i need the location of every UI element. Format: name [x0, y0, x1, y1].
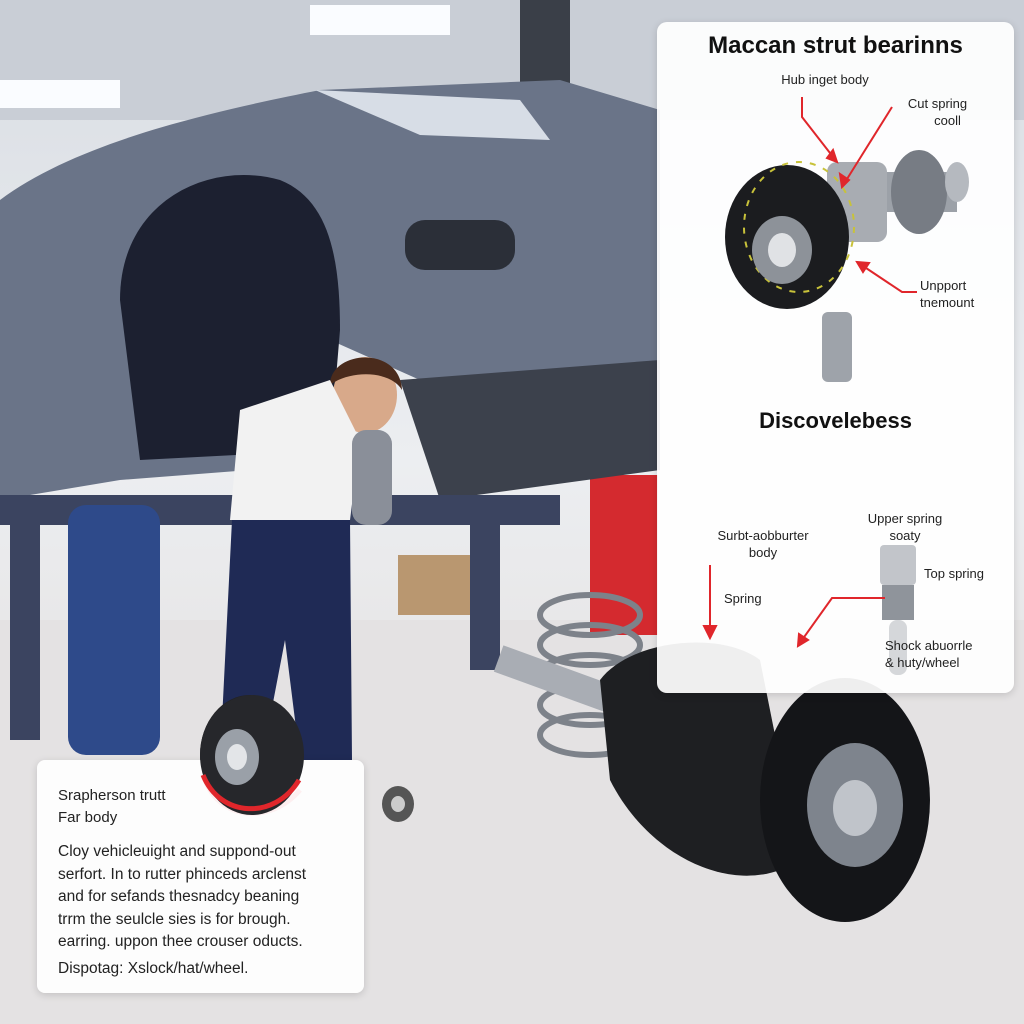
- info-card-content: Srapherson trutt Far body Cloy vehicleui…: [58, 785, 358, 980]
- headlight: [315, 90, 550, 140]
- label-shock-2: & huty/wheel: [885, 655, 960, 670]
- label-upper-seat-1: Upper spring: [867, 511, 943, 526]
- upper-seat-cup: [880, 545, 916, 585]
- arrow-head: [825, 147, 839, 164]
- arrow-head: [796, 632, 810, 648]
- label-upper-seat-2: soaty: [889, 528, 921, 543]
- paragraph-line: serfort. In to rutter phinceds arclenst: [58, 865, 307, 883]
- ceiling-light: [0, 80, 120, 108]
- bearing-red-ring: [200, 774, 302, 812]
- paragraph-line: trrm the seulcle sies is for brough.: [58, 910, 291, 928]
- bearing-diagram: [725, 97, 969, 382]
- label-upper-mount-2: tnemount: [920, 295, 975, 310]
- info-subheading: Far body: [58, 809, 118, 826]
- bearing-bore: [227, 744, 247, 770]
- paragraph-line: Cloy vehicleuight and suppond-out: [58, 843, 296, 860]
- mechanic-shirt: [230, 380, 360, 520]
- lift-post: [10, 510, 40, 740]
- paragraph-line: earring. uppon thee crouser oducts.: [58, 933, 303, 950]
- wheel-arch: [120, 175, 340, 460]
- label-cut-spring-2: cooll: [934, 113, 961, 128]
- held-spring: [352, 430, 392, 525]
- paragraph-line: and for sefands thesnadcy beaning: [58, 888, 300, 905]
- bearing-overlay: [200, 695, 304, 815]
- arrow-head: [855, 260, 871, 274]
- bearing-core: [768, 233, 796, 267]
- label-top-spring: Top spring: [924, 566, 984, 581]
- bearing-tread: [743, 161, 855, 293]
- section-title: Discovelebess: [759, 408, 912, 433]
- arrow-head: [838, 171, 851, 190]
- shock-diagram: [702, 545, 916, 675]
- label-cut-spring-1: Cut spring: [907, 96, 968, 111]
- info-heading: Srapherson trutt: [58, 787, 166, 804]
- lift-pad: [68, 505, 160, 755]
- arrow-head: [702, 625, 718, 641]
- info-card: [37, 760, 364, 993]
- label-upper-mount-1: Unpport: [920, 278, 967, 293]
- strut-bellows: [600, 642, 800, 876]
- label-shock-1: Shock abuorrle: [885, 638, 973, 653]
- car-underbody: [400, 360, 660, 500]
- tool-cabinet: [590, 475, 658, 635]
- piston-rod: [493, 645, 617, 713]
- info-paragraph: Cloy vehicleuight and suppond-out serfor…: [58, 841, 358, 954]
- spring-stem: [822, 312, 852, 382]
- shock-rod: [889, 620, 907, 675]
- label-strut-body-2: body: [748, 545, 778, 560]
- fog-light: [405, 220, 515, 270]
- diagram-title: Maccan strut bearinns: [708, 32, 963, 59]
- mechanic-hair: [330, 357, 402, 390]
- hub-cap: [945, 162, 969, 202]
- hub-flange: [891, 150, 947, 234]
- label-spring: Spring: [724, 591, 762, 606]
- tiny-bearing-inner: [391, 796, 405, 812]
- arrow-top-spring: [801, 597, 885, 641]
- label-strut-body-1: Surbt-aobburter: [717, 528, 809, 543]
- info-footer: Dispotag: Xslock/hat/wheel.: [58, 959, 249, 977]
- strut-bearing-hub: [833, 780, 877, 836]
- lift-post: [470, 520, 500, 670]
- label-hub: Hub inget body: [781, 72, 869, 87]
- arrow-hub: [801, 97, 838, 163]
- shock-collar: [882, 585, 914, 620]
- ceiling-light: [310, 5, 450, 35]
- arrow-cut-spring: [841, 106, 893, 188]
- arrow-upper-mount: [856, 261, 917, 293]
